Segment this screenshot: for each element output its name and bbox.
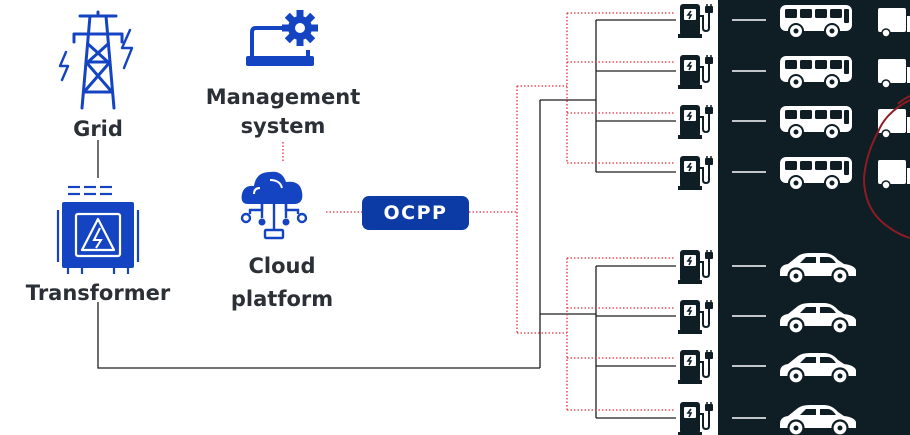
bus-icon bbox=[780, 56, 852, 90]
charging-station-icon bbox=[678, 300, 713, 334]
truck-icon bbox=[878, 160, 910, 190]
transformer-icon bbox=[56, 185, 140, 274]
charging-station-icon bbox=[678, 4, 713, 38]
car-icon bbox=[780, 353, 856, 385]
power-lines bbox=[97, 19, 676, 419]
bus-icon bbox=[780, 106, 852, 140]
cloud-network-icon bbox=[240, 171, 308, 240]
charging-station-icon bbox=[678, 156, 713, 190]
charging-station-icon bbox=[678, 350, 713, 384]
car-icon bbox=[780, 405, 856, 435]
truck-icon bbox=[878, 109, 910, 139]
car-icon bbox=[780, 253, 856, 285]
laptop-gear-icon bbox=[246, 10, 318, 66]
data-lines bbox=[282, 12, 674, 411]
charging-station-icon bbox=[678, 105, 713, 139]
bus-icon bbox=[780, 157, 852, 191]
management-system-label: Management system bbox=[205, 85, 361, 138]
charging-station-icon bbox=[678, 250, 713, 284]
grid-label: Grid bbox=[73, 117, 123, 141]
truck-icon bbox=[878, 59, 910, 89]
fleet-vehicles bbox=[732, 5, 910, 435]
transformer-label: Transformer bbox=[25, 281, 171, 305]
bus-icon bbox=[780, 5, 852, 39]
vehicle-panel-graphics bbox=[732, 5, 910, 435]
cloud-platform-label: Cloud platform bbox=[230, 254, 334, 311]
charging-station-icon bbox=[678, 55, 713, 89]
charging-stations bbox=[678, 4, 713, 435]
charging-station-icon bbox=[678, 402, 713, 435]
power-tower-icon bbox=[58, 10, 134, 110]
route-curve-top bbox=[897, 95, 910, 105]
car-icon bbox=[780, 303, 856, 335]
ocpp-badge: OCPP bbox=[362, 196, 469, 230]
truck-icon bbox=[878, 8, 910, 38]
vehicle-panel bbox=[718, 0, 910, 435]
route-curve bbox=[862, 99, 910, 239]
